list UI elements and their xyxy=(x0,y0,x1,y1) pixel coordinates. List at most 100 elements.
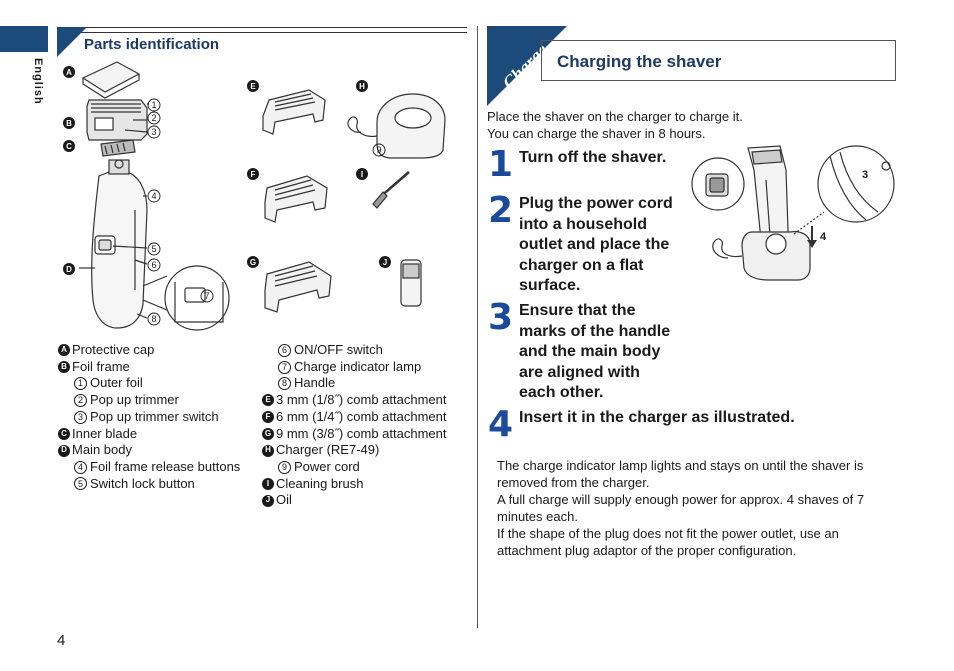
language-tab xyxy=(0,26,48,52)
illus-num-5: 5 xyxy=(151,244,156,254)
part-name: ON/OFF switch xyxy=(294,342,383,357)
illus-badge-i: I xyxy=(361,170,363,179)
illus-num-1: 1 xyxy=(151,100,156,110)
illus-badge-c: C xyxy=(66,142,72,151)
illus-num-2: 2 xyxy=(151,113,156,123)
charger-illustration: 3 4 xyxy=(691,145,895,281)
comb-6mm-shape xyxy=(264,175,328,223)
illus-num-3: 3 xyxy=(151,127,156,137)
part-name: Switch lock button xyxy=(90,475,195,491)
part-name: Pop up trimmer xyxy=(90,392,179,408)
step-3-number: 3 xyxy=(488,297,514,338)
step-3-line: Ensure that the xyxy=(519,302,636,319)
parts-header xyxy=(57,27,467,57)
part-name: Handle xyxy=(294,375,336,391)
charge-intro-line-2: You can charge the shaver in 8 hours. xyxy=(487,126,706,141)
part-name: Foil frame xyxy=(72,358,130,374)
illus-badge-h: H xyxy=(359,82,365,91)
charge-title-box xyxy=(541,40,896,81)
illus-badge-a: A xyxy=(66,68,72,77)
charge-title: Charging the shaver xyxy=(557,52,722,71)
note-paragraph: If the shape of the plug does not fit th… xyxy=(497,526,839,558)
language-label: English xyxy=(32,58,44,105)
parts-illustration: A B C D E F G H I J 1 2 3 4 5 6 7 8 9 xyxy=(63,61,446,331)
part-name: Outer foil xyxy=(90,375,143,391)
part-number-badge: 1 xyxy=(74,377,87,391)
step-3-line: each other. xyxy=(519,384,604,401)
charger-cord-shape xyxy=(712,238,743,259)
step-3-line: are aligned with xyxy=(519,363,640,381)
part-number-badge: 2 xyxy=(74,393,87,407)
illus-num-8: 8 xyxy=(151,314,156,324)
illus-badge-d: D xyxy=(66,265,72,274)
page-number: 4 xyxy=(57,632,66,649)
part-number-badge: 9 xyxy=(278,460,291,474)
main-body-shape xyxy=(91,171,148,329)
step-2-line: outlet and place the xyxy=(519,236,670,253)
part-number-badge: 6 xyxy=(278,343,291,357)
part-letter-badge: H xyxy=(262,444,274,457)
power-cord-shape xyxy=(347,116,378,137)
main-body-top xyxy=(108,159,130,175)
part-number-badge: 8 xyxy=(278,377,291,391)
charge-tab: Charge xyxy=(487,26,567,106)
part-name: Pop up trimmer switch xyxy=(90,408,219,424)
charge-intro: Place the shaver on the charger to charg… xyxy=(487,108,743,142)
part-number-badge: 7 xyxy=(278,360,291,374)
charge-notes: The charge indicator lamp lights and sta… xyxy=(497,457,897,559)
zoom-circle xyxy=(164,265,230,331)
charger-base-shape xyxy=(741,231,811,281)
step-2-number: 2 xyxy=(488,190,514,231)
part-letter-badge: E xyxy=(262,394,274,407)
illus-num-6: 6 xyxy=(151,260,156,270)
step-4-number: 4 xyxy=(488,404,514,445)
part-letter-badge: G xyxy=(262,427,274,440)
header-rule xyxy=(57,27,467,33)
column-divider xyxy=(477,26,478,628)
part-name: 9 mm (3/8˝) comb attachment xyxy=(276,425,447,441)
part-letter-badge: F xyxy=(262,411,274,424)
note-paragraph: The charge indicator lamp lights and sta… xyxy=(497,458,864,490)
header-corner-triangle xyxy=(57,27,87,57)
part-name: Charge indicator lamp xyxy=(294,358,422,374)
step-2-line: surface. xyxy=(519,277,581,294)
part-name: Foil frame release buttons xyxy=(90,458,241,474)
step-1-number: 1 xyxy=(488,144,514,185)
zoom-detail xyxy=(174,282,224,323)
part-letter-badge: C xyxy=(58,427,70,440)
note-paragraph: A full charge will supply enough power f… xyxy=(497,492,865,524)
step-3-line: marks of the handle xyxy=(519,322,671,340)
part-name: 6 mm (1/4˝) comb attachment xyxy=(276,408,447,424)
part-name: Inner blade xyxy=(72,425,138,441)
illus-num-7: 7 xyxy=(204,291,209,301)
part-number-badge: 3 xyxy=(74,410,87,424)
comb-3mm-shape xyxy=(262,89,326,135)
part-number-badge: 4 xyxy=(74,460,87,474)
illus-badge-b: B xyxy=(66,119,72,128)
part-name: Oil xyxy=(276,492,292,508)
protective-cap-shape xyxy=(81,61,141,93)
illus-badge-f: F xyxy=(251,170,256,179)
illus-num-9: 9 xyxy=(376,145,381,155)
illus-num-4: 4 xyxy=(151,191,156,201)
part-name: Power cord xyxy=(294,458,360,474)
trimmer-shape xyxy=(94,117,114,131)
inset-circle-right xyxy=(817,145,895,223)
charger-label-four: 4 xyxy=(820,231,827,243)
step-2-line: charger on a flat xyxy=(519,256,644,274)
illus-badge-e: E xyxy=(250,82,256,91)
step-1-text: Turn off the shaver. xyxy=(519,148,666,169)
part-name: Protective cap xyxy=(72,342,155,357)
